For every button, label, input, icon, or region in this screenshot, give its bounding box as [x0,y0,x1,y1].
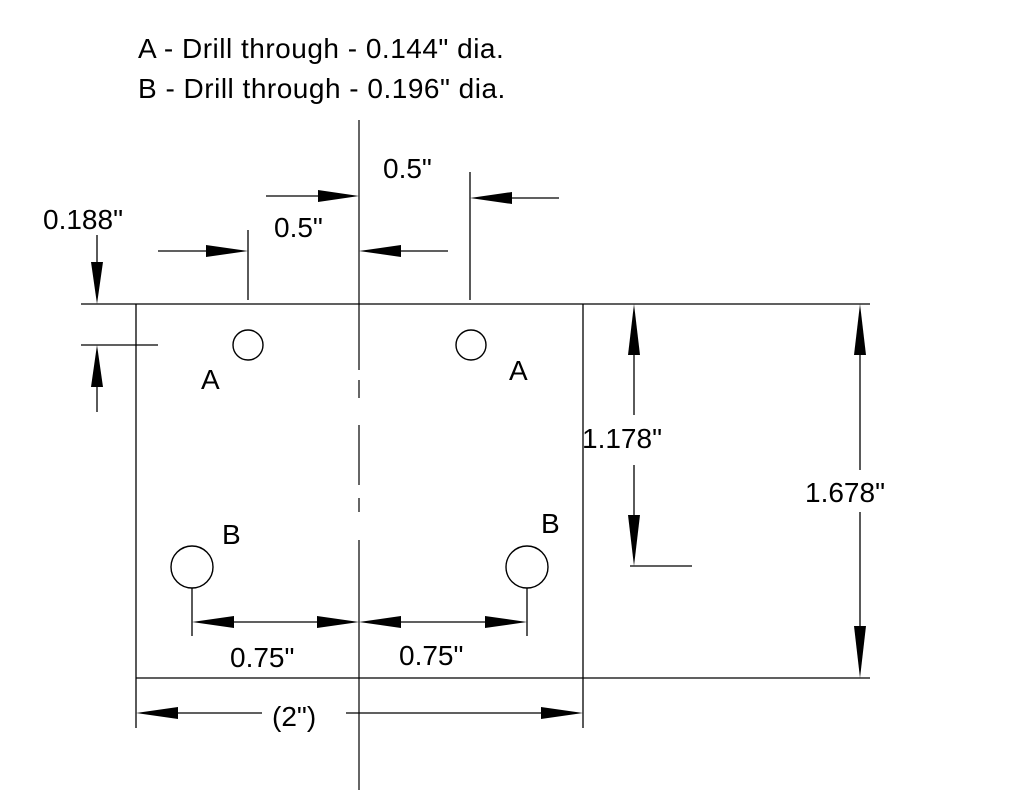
hole-b-left [170,545,214,589]
dimension-overall-width [135,680,584,728]
dimension-a-right [359,192,559,257]
dimension-overall-height [583,303,870,679]
hole-a-left [232,329,264,361]
dimension-a-to-b [628,304,692,567]
dim-text-a-right: 0.5" [383,153,432,184]
dimension-a-left [158,190,359,257]
note-hole-b: B - Drill through - 0.196" dia. [138,73,506,104]
dim-text-a-left: 0.5" [274,212,323,243]
note-hole-a: A - Drill through - 0.144" dia. [138,33,504,64]
dim-text-top-offset: 0.188" [43,204,123,235]
hole-label-a-left: A [201,364,220,395]
dimension-top-offset [81,235,158,412]
hole-label-a-right: A [509,355,528,386]
dim-text-overall-width: (2") [272,701,316,732]
dim-text-b-left: 0.75" [230,642,294,673]
dimension-b-holes [191,588,528,636]
dim-text-overall-height: 1.678" [805,477,885,508]
hole-a-right [455,329,487,361]
dim-text-a-to-b: 1.178" [582,423,662,454]
hole-label-b-right: B [541,508,560,539]
hole-b-right [505,545,549,589]
dim-text-b-right: 0.75" [399,640,463,671]
hole-label-b-left: B [222,519,241,550]
